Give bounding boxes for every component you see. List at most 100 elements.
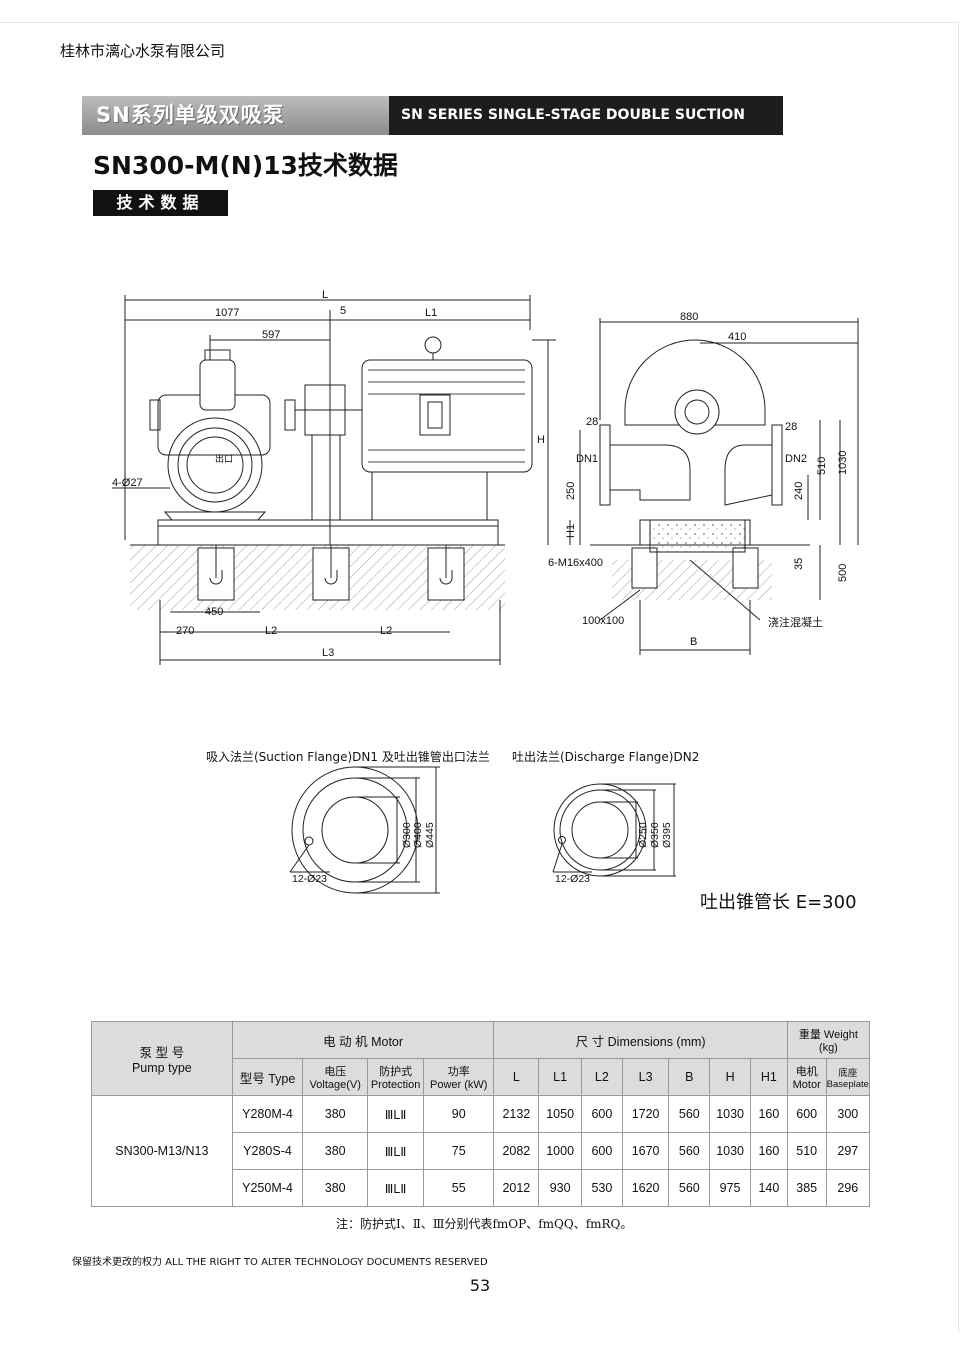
table-cell: 600	[581, 1095, 623, 1133]
table-cell: 2082	[493, 1132, 540, 1170]
dims-header: 尺 寸 Dimensions (mm)	[493, 1021, 788, 1059]
dim-1077: 1077	[215, 307, 239, 319]
col-type: 型号 Type	[231, 1058, 304, 1096]
table-cell: 560	[668, 1132, 711, 1170]
dim-100x100: 100x100	[582, 615, 624, 627]
section-tag: 技术数据	[93, 190, 228, 216]
dims-en: Dimensions (mm)	[607, 1034, 706, 1049]
table-row: Y250M-4 380 ⅢLⅡ 55 2012 930 530 1620 560…	[92, 1169, 871, 1207]
table-cell: ⅢLⅡ	[367, 1132, 425, 1170]
table-cell: 530	[581, 1169, 623, 1207]
motor-header: 电 动 机 Motor	[231, 1021, 495, 1059]
dim-L3: L3	[322, 647, 334, 659]
dim-L2a: L2	[265, 625, 277, 637]
flange2-d3: Ø395	[661, 822, 673, 848]
table-row: SN300-M13/N13 Y280M-4 380 ⅢLⅡ 90 2132 10…	[91, 1095, 871, 1207]
flange1-d2: Ø400	[412, 822, 424, 848]
col-motor-weight-en: Motor	[792, 1079, 821, 1091]
col-motor-weight-cn: 电机	[795, 1066, 818, 1078]
pump-model-cell: SN300-M13/N13	[91, 1095, 233, 1207]
pump-type-cn: 泵 型 号	[139, 1046, 185, 1060]
dim-250: 250	[565, 482, 577, 500]
weight-unit: (kg)	[818, 1042, 838, 1054]
col-voltage-cn: 电压	[324, 1066, 347, 1078]
dim-DN1: DN1	[576, 453, 598, 465]
outlet-label: 出口	[215, 453, 233, 464]
table-cell: 600	[786, 1095, 827, 1133]
table-cell: 55	[423, 1169, 495, 1207]
flange1-d3: Ø445	[424, 822, 436, 848]
table-cell: 560	[668, 1095, 711, 1133]
col-L2: L2	[581, 1058, 623, 1096]
table-cell: Y250M-4	[231, 1169, 304, 1207]
table-cell: 1050	[538, 1095, 583, 1133]
suction-flange-label: 吸入法兰(Suction Flange)DN1 及吐出锥管出口法兰	[206, 750, 490, 764]
flange2-d1: Ø250	[637, 822, 649, 848]
footer-rights: 保留技术更改的权力 ALL THE RIGHT TO ALTER TECHNOL…	[72, 1257, 488, 1268]
dim-1030: 1030	[837, 451, 849, 475]
motor-en: Motor	[371, 1034, 404, 1049]
col-voltage-en: Voltage(V)	[309, 1079, 361, 1091]
table-cell: 380	[302, 1169, 369, 1207]
dim-H1: H1	[565, 524, 577, 538]
table-cell: 160	[750, 1132, 788, 1170]
weight-header: 重量 Weight (kg)	[786, 1021, 871, 1059]
weight-cn: 重量	[798, 1029, 821, 1041]
dim-28a: 28	[586, 416, 598, 428]
table-cell: 510	[786, 1132, 827, 1170]
col-H1: H1	[750, 1058, 788, 1096]
weight-en: Weight	[823, 1029, 858, 1041]
flange2-holes: 12-Ø23	[555, 873, 590, 885]
col-B: B	[668, 1058, 711, 1096]
company-name: 桂林市漓心水泵有限公司	[60, 42, 226, 60]
table-cell: 297	[825, 1132, 871, 1170]
table-cell: 300	[825, 1095, 871, 1133]
table-cell: 1030	[709, 1132, 751, 1170]
model-title: SN300-M(N)13技术数据	[93, 151, 398, 180]
table-cell: 1720	[621, 1095, 670, 1133]
pump-type-en: Pump type	[131, 1061, 192, 1075]
table-cell: 2132	[493, 1095, 540, 1133]
table-cell: 296	[825, 1169, 871, 1207]
table-row: Y280S-4 380 ⅢLⅡ 75 2082 1000 600 1670 56…	[92, 1132, 871, 1170]
page-border	[0, 22, 959, 1332]
col-L: L	[493, 1058, 540, 1096]
dim-L2b: L2	[380, 625, 392, 637]
flange2-d2: Ø350	[649, 822, 661, 848]
dim-880: 880	[680, 311, 698, 323]
dim-410: 410	[728, 331, 746, 343]
protection-note: 注：防护式Ⅰ、Ⅱ、Ⅲ分别代表fmOP、fmQQ、fmRQ。	[336, 1217, 633, 1231]
table-cell: 2012	[493, 1169, 540, 1207]
dim-bolt-holes: 4-Ø27	[112, 477, 143, 489]
col-protection-en: Protection	[370, 1079, 421, 1091]
table-cell: ⅢLⅡ	[367, 1095, 425, 1133]
dim-L: L	[322, 289, 328, 301]
table-cell: 385	[786, 1169, 827, 1207]
discharge-flange-label: 吐出法兰(Discharge Flange)DN2	[512, 750, 700, 764]
col-L3: L3	[621, 1058, 670, 1096]
table-cell: 600	[581, 1132, 623, 1170]
pump-drawing: L 1077 5 L1 597 H 出口 4-Ø27 450 270 L2 L2…	[112, 289, 859, 894]
dims-cn: 尺 寸	[575, 1034, 605, 1049]
col-H: H	[709, 1058, 751, 1096]
col-power-cn: 功率	[447, 1066, 470, 1078]
dim-597: 597	[262, 329, 280, 341]
concrete-label: 浇注混凝土	[768, 615, 823, 629]
table-cell: 930	[538, 1169, 583, 1207]
dim-anchor: 6-M16x400	[548, 557, 603, 569]
banner-title-cn: SN系列单级双吸泵	[82, 96, 389, 135]
dim-L1: L1	[425, 307, 437, 319]
table-cell: Y280S-4	[231, 1132, 304, 1170]
dim-B: B	[690, 636, 697, 648]
table-cell: 140	[750, 1169, 788, 1207]
dim-240: 240	[793, 482, 805, 500]
banner-title-en: SN SERIES SINGLE-STAGE DOUBLE SUCTION PU…	[389, 96, 783, 162]
col-base-weight-cn: 底座	[838, 1067, 858, 1079]
table-cell: 75	[423, 1132, 495, 1170]
table-cell: 1620	[621, 1169, 670, 1207]
col-type-en: Type	[268, 1071, 296, 1086]
